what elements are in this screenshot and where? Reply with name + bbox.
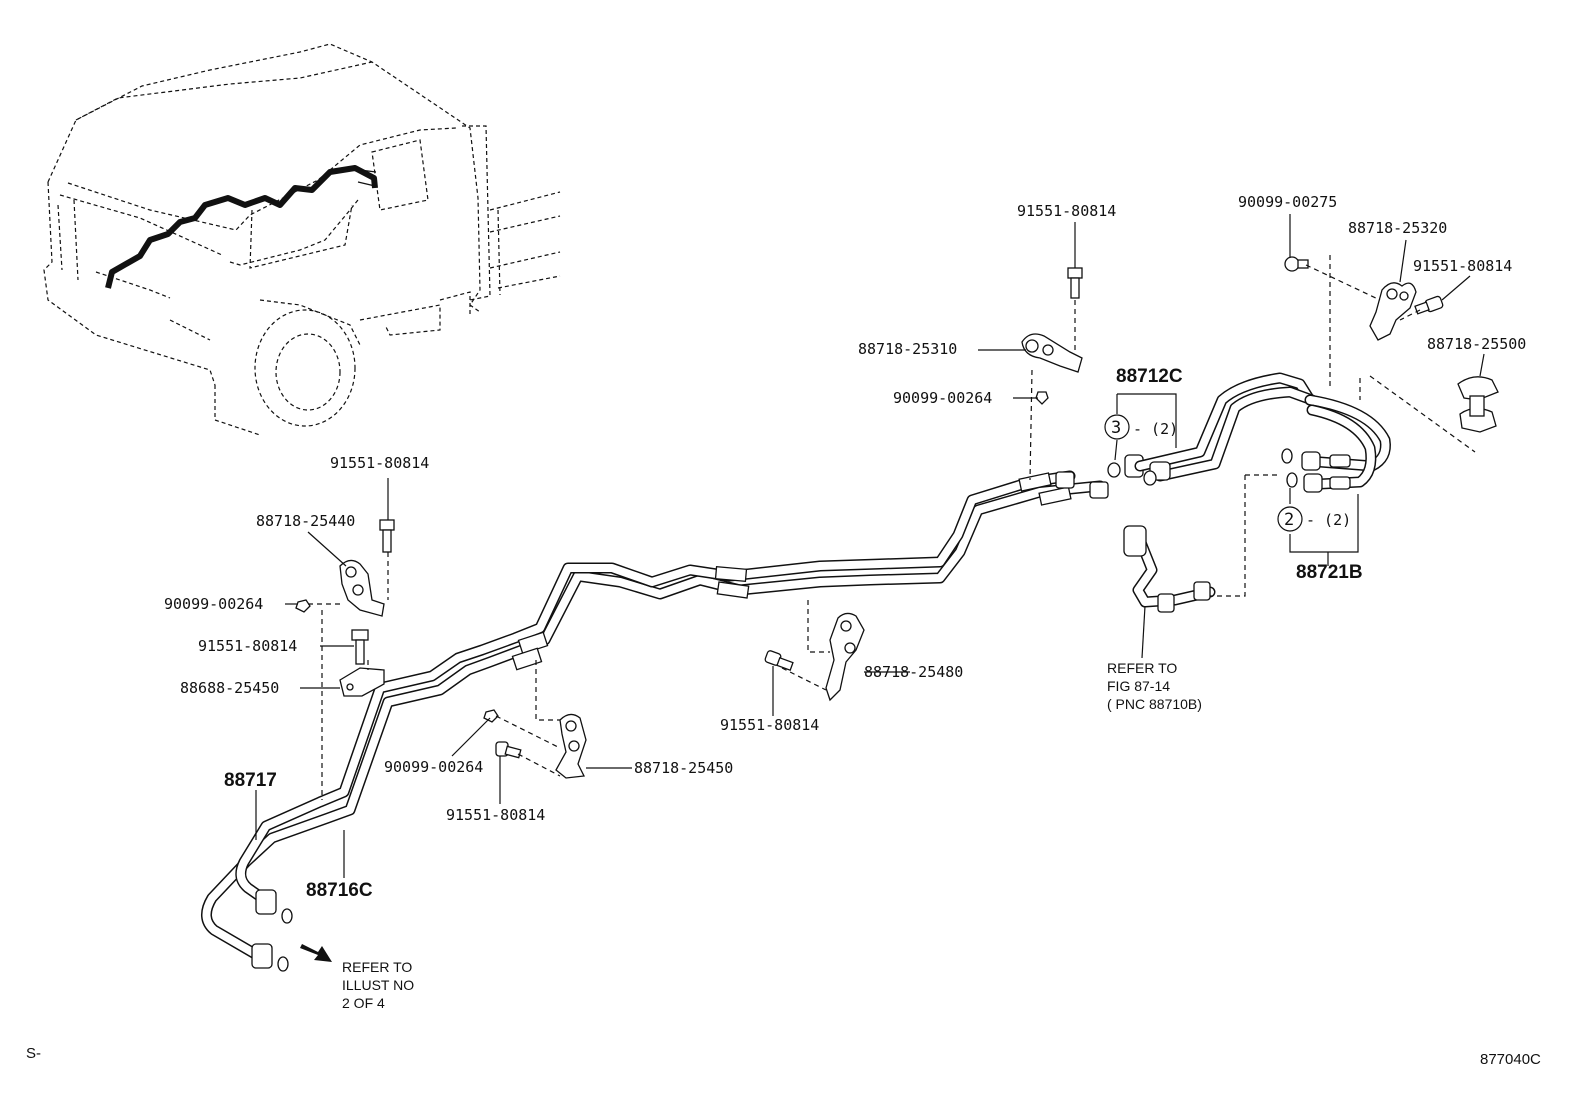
label-88718-25500: 88718-25500: [1427, 335, 1526, 353]
label-90099-00264-top: 90099-00264: [893, 389, 992, 407]
label-91551-80814-left2: 91551-80814: [198, 637, 297, 655]
illust-reference-note: REFER TO ILLUST NO 2 OF 4: [342, 959, 414, 1011]
nut-90099-00264-bot: [483, 709, 499, 723]
fig-reference-note: REFER TO FIG 87-14 ( PNC 88710B): [1107, 660, 1202, 712]
clamp-88718-25320: [1369, 282, 1417, 341]
assembly-lines: [308, 255, 1476, 800]
label-90099-00275: 90099-00275: [1238, 193, 1337, 211]
label-88718-25450: 88718-25450: [634, 759, 733, 777]
nut-90099-00264-top: [1035, 391, 1049, 405]
label-88718-25480: 88718-25480: [864, 663, 963, 681]
left-fittings: [251, 889, 293, 972]
callout-2-number: 2: [1284, 510, 1294, 530]
illustration-code: 877040C: [1480, 1051, 1541, 1068]
fig-ref-line-1: REFER TO: [1107, 660, 1177, 676]
label-88717: 88717: [224, 770, 277, 791]
pipe-sleeves: [511, 472, 1072, 671]
illust-ref-line-2: ILLUST NO: [342, 977, 414, 993]
label-88721B: 88721B: [1296, 562, 1363, 583]
label-88716C: 88716C: [306, 880, 373, 901]
brake-tube-88717: [235, 470, 1076, 908]
part-labels: 91551-80814 90099-00275 88718-25320 9155…: [164, 193, 1526, 901]
bolt-91551-mid: [764, 650, 794, 671]
flex-hose: [1123, 525, 1216, 613]
bolt-91551-left2: [351, 629, 369, 665]
label-91551-80814-top: 91551-80814: [1017, 202, 1116, 220]
fig-ref-line-2: FIG 87-14: [1107, 678, 1170, 694]
bracket-88688-25450: [339, 667, 385, 697]
label-91551-80814-bot: 91551-80814: [446, 806, 545, 824]
label-88712C: 88712C: [1116, 366, 1183, 387]
label-91551-80814-right: 91551-80814: [1413, 257, 1512, 275]
leader-lines: [255, 214, 1485, 878]
callout-3-quantity: - (2): [1133, 420, 1178, 438]
callout-2-quantity: - (2): [1306, 511, 1351, 529]
brake-tube-88712C: [1134, 372, 1318, 486]
refer-arrow: [300, 944, 332, 962]
label-88688-25450: 88688-25450: [180, 679, 279, 697]
clamp-88718-25500: [1457, 376, 1499, 433]
bolt-91551-bot: [495, 741, 522, 759]
clamp-88718-25440: [339, 559, 385, 617]
label-88718-25310: 88718-25310: [858, 340, 957, 358]
corner-mark-left: S-: [26, 1045, 41, 1062]
clamp-88718-25450: [555, 713, 587, 779]
label-91551-80814-left: 91551-80814: [330, 454, 429, 472]
illust-ref-line-3: 2 OF 4: [342, 995, 385, 1011]
label-90099-00264-left: 90099-00264: [164, 595, 263, 613]
fig-ref-line-3: ( PNC 88710B): [1107, 696, 1202, 712]
bolt-91551-top: [1067, 267, 1083, 299]
clamp-88718-25480: [825, 612, 865, 702]
label-90099-00264-bot: 90099-00264: [384, 758, 483, 776]
brake-tube-88716C: [201, 480, 1106, 964]
label-88718-25320: 88718-25320: [1348, 219, 1447, 237]
brake-tube-88721B: [1281, 394, 1391, 493]
bolt-91551-right: [1414, 295, 1444, 315]
bolt-90099-00275: [1284, 256, 1309, 272]
callout-3-number: 3: [1111, 418, 1121, 438]
callout-2: 2 - (2): [1277, 506, 1351, 532]
callout-3: 3 - (2): [1104, 414, 1178, 440]
nut-90099-00264-left: [295, 599, 311, 613]
bolt-91551-left: [379, 519, 395, 553]
label-91551-80814-mid: 91551-80814: [720, 716, 819, 734]
label-88718-25440: 88718-25440: [256, 512, 355, 530]
truck-illustration: [43, 43, 561, 436]
clamp-88718-25310: [1021, 333, 1083, 373]
illust-ref-line-1: REFER TO: [342, 959, 412, 975]
